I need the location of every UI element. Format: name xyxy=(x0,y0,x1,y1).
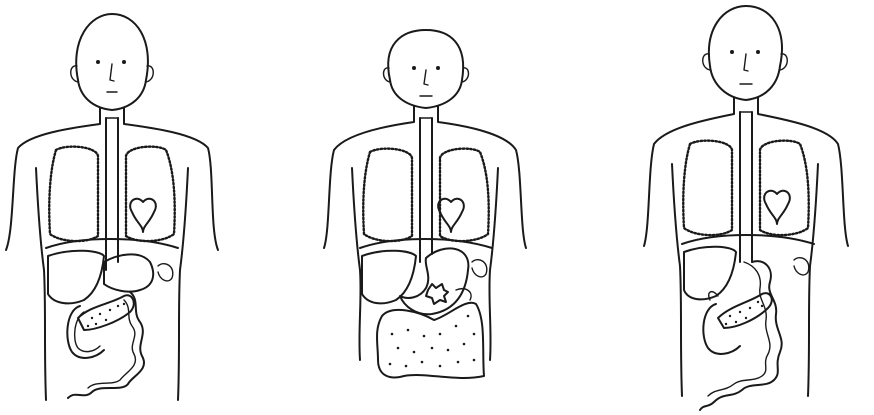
jejunal-loop xyxy=(700,261,782,410)
torso-outline xyxy=(644,98,848,396)
esophagus xyxy=(106,118,118,270)
pancreas xyxy=(718,293,772,328)
heart xyxy=(438,199,464,232)
torso-outline xyxy=(324,106,526,360)
figure-left xyxy=(6,14,218,400)
stomach-remnant xyxy=(104,254,153,291)
figure-middle xyxy=(324,30,526,378)
head xyxy=(384,30,469,108)
esophagus xyxy=(420,118,432,262)
esophagus xyxy=(740,112,752,262)
spleen xyxy=(472,260,487,277)
head xyxy=(703,6,788,100)
spleen xyxy=(158,264,173,281)
heart xyxy=(764,191,790,224)
liver xyxy=(48,251,104,304)
spleen xyxy=(794,258,809,275)
pancreas xyxy=(78,295,134,330)
heart xyxy=(130,199,156,232)
figure-right xyxy=(644,6,848,410)
pancreas-texture xyxy=(725,301,763,325)
lungs xyxy=(363,149,488,241)
duodenum-inner xyxy=(75,312,100,352)
lungs xyxy=(49,147,174,241)
head xyxy=(71,14,154,110)
intestines-texture xyxy=(389,315,476,368)
stomach-lesion xyxy=(426,284,448,304)
torso-outline xyxy=(6,108,218,400)
duodenum xyxy=(703,304,740,354)
pancreas-texture xyxy=(87,303,125,327)
lungs xyxy=(683,141,808,235)
diaphragm xyxy=(682,235,814,244)
duodenum xyxy=(67,306,104,358)
liver xyxy=(362,251,416,304)
